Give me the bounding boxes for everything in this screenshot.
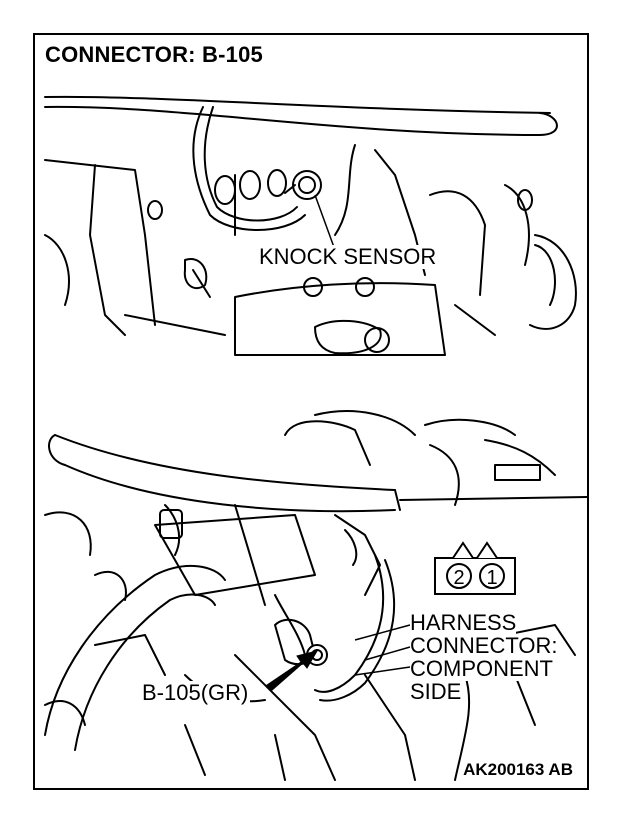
figure-code: AK200163 AB [463, 760, 573, 779]
top-engine-view [44, 95, 577, 356]
harness-label-line2: CONNECTOR: [410, 633, 558, 658]
pin-2-cell [446, 563, 472, 589]
view-divider [35, 380, 587, 408]
harness-connector-diagram: 2 1 [434, 541, 516, 595]
leader-lines [314, 194, 411, 676]
harness-label-line4: SIDE [410, 679, 462, 704]
engine-illustration: 2 1 [35, 95, 587, 781]
bottom-engine-view [44, 410, 587, 781]
pin-1-cell [479, 563, 505, 589]
pin-1-label: 1 [486, 567, 497, 589]
connector-title: CONNECTOR: B-105 [45, 42, 263, 67]
diagram-frame: CONNECTOR: B-105 [33, 33, 589, 790]
pointer-arrow [266, 650, 319, 692]
pin-2-label: 2 [453, 567, 464, 589]
harness-leader-1 [354, 624, 411, 641]
harness-label-line1: HARNESS [410, 610, 517, 635]
knock-sensor-leader [314, 194, 336, 251]
connector-id-label: B-105(GR) [140, 680, 251, 705]
harness-leader-2 [364, 646, 411, 661]
knock-sensor-label: KNOCK SENSOR [257, 244, 439, 269]
harness-leader-3 [354, 666, 411, 676]
harness-label-line3: COMPONENT [410, 656, 553, 681]
